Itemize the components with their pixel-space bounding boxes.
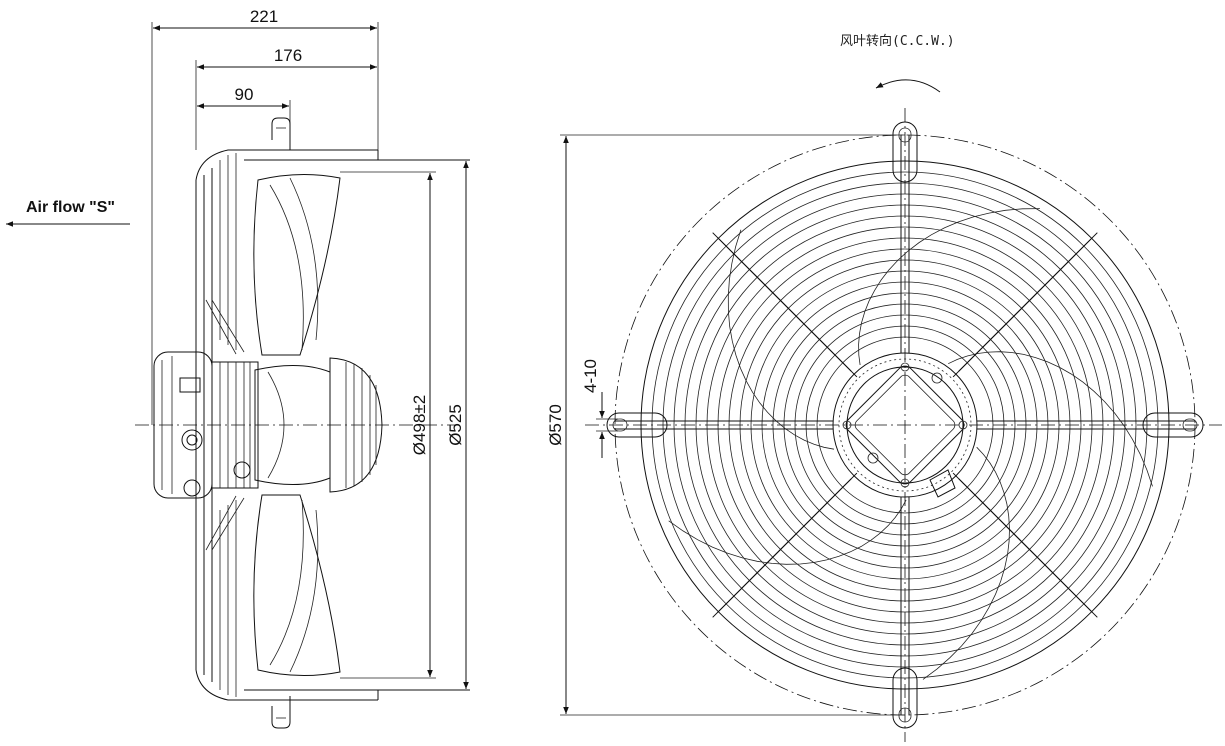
- motor-hub-front: [832, 352, 978, 498]
- dim-overall-label: 221: [250, 7, 278, 26]
- dim-middle-label: 176: [274, 46, 302, 65]
- dim-mount-dia-label: Ø570: [546, 404, 565, 446]
- mounting-foot-left: [606, 412, 668, 438]
- guard-ring: [695, 215, 1115, 635]
- guard-ring: [728, 248, 1082, 602]
- guard-side-profile: [195, 149, 470, 701]
- guard-spoke: [952, 237, 1093, 378]
- dimension-90: 90: [197, 85, 291, 125]
- impeller-blade-upper: [253, 173, 341, 356]
- guard-spokes: [615, 135, 1195, 715]
- guard-ring: [816, 336, 994, 514]
- mounting-bracket-top: [271, 117, 291, 150]
- guard-ring: [761, 281, 1049, 569]
- dim-impeller-dia-label: Ø498±2: [410, 395, 429, 455]
- guard-ring: [783, 303, 1027, 547]
- guard-ring: [640, 160, 1170, 690]
- motor-body: [153, 351, 259, 499]
- front-view: 风叶转向(C.C.W.): [546, 33, 1222, 742]
- guard-ring: [772, 292, 1038, 558]
- rotor-hub: [329, 357, 383, 493]
- airflow-indicator: Air flow "S": [6, 199, 130, 227]
- guard-ring: [739, 259, 1071, 591]
- blade-outline: [727, 229, 835, 450]
- guard-spoke: [712, 232, 852, 372]
- rotation-arrow-icon: [875, 79, 941, 93]
- dim-slot-label: 4-10: [581, 359, 600, 393]
- guard-ring: [750, 270, 1060, 580]
- mounting-circle: [614, 134, 1196, 716]
- dimension-slot: 4-10: [581, 359, 618, 458]
- guard-ring: [651, 171, 1159, 679]
- guard-ring: [673, 193, 1137, 657]
- guard-ring: [706, 226, 1104, 624]
- blade-outline: [922, 446, 1010, 680]
- blade-outlines: [668, 208, 1153, 680]
- guard-spoke: [717, 472, 858, 613]
- airflow-label: Air flow "S": [26, 199, 115, 216]
- guard-ring: [662, 182, 1148, 668]
- blade-outline: [948, 351, 1153, 487]
- dim-ring-dia-label: Ø525: [446, 404, 465, 446]
- guard-ring: [805, 325, 1005, 525]
- dimension-221: 221: [151, 7, 379, 425]
- dim-short-label: 90: [235, 85, 254, 104]
- guard-ring: [717, 237, 1093, 613]
- mounting-bracket-bottom: [271, 696, 291, 729]
- guard-spoke: [958, 478, 1098, 618]
- dimension-mount-diameter: Ø570: [546, 134, 905, 716]
- rotation-direction-label: 风叶转向(C.C.W.): [840, 33, 955, 49]
- blade-outline: [858, 208, 1040, 366]
- dimension-impeller-diameter: Ø498±2: [340, 171, 436, 679]
- guard-ring: [794, 314, 1016, 536]
- guard-rings: [640, 160, 1170, 690]
- side-view: 221 176 90 Air flow "S": [6, 7, 470, 729]
- dimension-176: 176: [195, 46, 377, 150]
- dimension-ring-diameter: Ø525: [446, 161, 469, 689]
- blade-outline: [668, 499, 907, 565]
- mounting-foot-right: [1142, 412, 1204, 438]
- impeller-blade-lower: [253, 494, 341, 677]
- guard-ring: [684, 204, 1126, 646]
